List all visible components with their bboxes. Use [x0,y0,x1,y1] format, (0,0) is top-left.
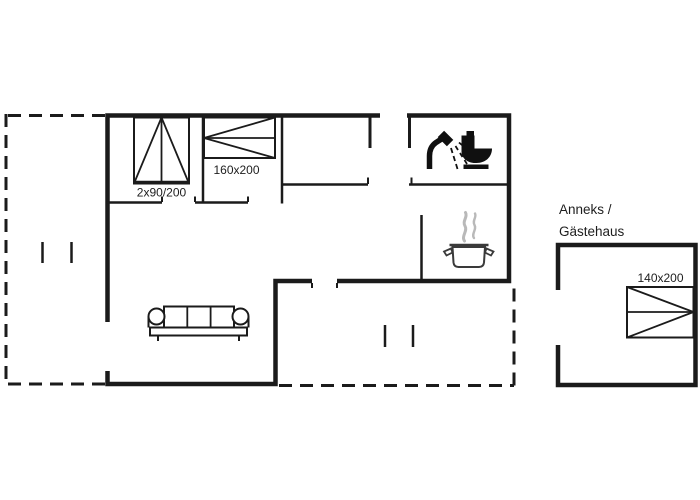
bed-diagonal [626,286,694,313]
cooking-pot-icon [442,211,495,268]
main-house-exterior-walls [105,113,512,387]
bed-diagonal [203,137,276,159]
shower-icon [426,130,470,170]
exterior-wall [105,278,312,387]
annex: Anneks / Gästehaus 140x200 [555,202,698,388]
exterior-wall [337,113,512,284]
terrace-post-marks [41,242,73,263]
annex-bed-symbol [626,286,695,339]
double-bed-label: 2x90/200 [137,186,187,200]
bed-diagonal [133,117,163,184]
sofa-arm [231,307,250,326]
exterior-wall [105,113,380,322]
shower-head [437,130,454,147]
shower-arm [426,136,443,169]
annex-exterior-wall [555,242,698,388]
bed-diagonal [626,311,694,339]
pot-handle [442,247,454,257]
bed-160-label: 160x200 [213,163,259,177]
bed-diagonal [203,116,276,139]
sofa-base [149,326,248,337]
annex-title-line2: Gästehaus [559,224,625,239]
sofa-arm [147,307,166,326]
steam-icon [462,211,477,243]
right-terrace-outline [279,282,516,387]
pot-handle [483,247,495,257]
double-bed-symbol [133,116,190,185]
annex-bed-label: 140x200 [637,271,683,285]
bed-diagonal [160,117,190,184]
toilet-icon [461,131,492,169]
sofa-cushions [163,305,235,329]
terrace-post-marks [383,325,415,347]
left-terrace-outline [4,114,105,386]
bed-160-symbol [203,116,276,159]
annex-title-line1: Anneks / [559,202,612,217]
sofa-icon [147,305,250,341]
pot-body [451,246,487,268]
